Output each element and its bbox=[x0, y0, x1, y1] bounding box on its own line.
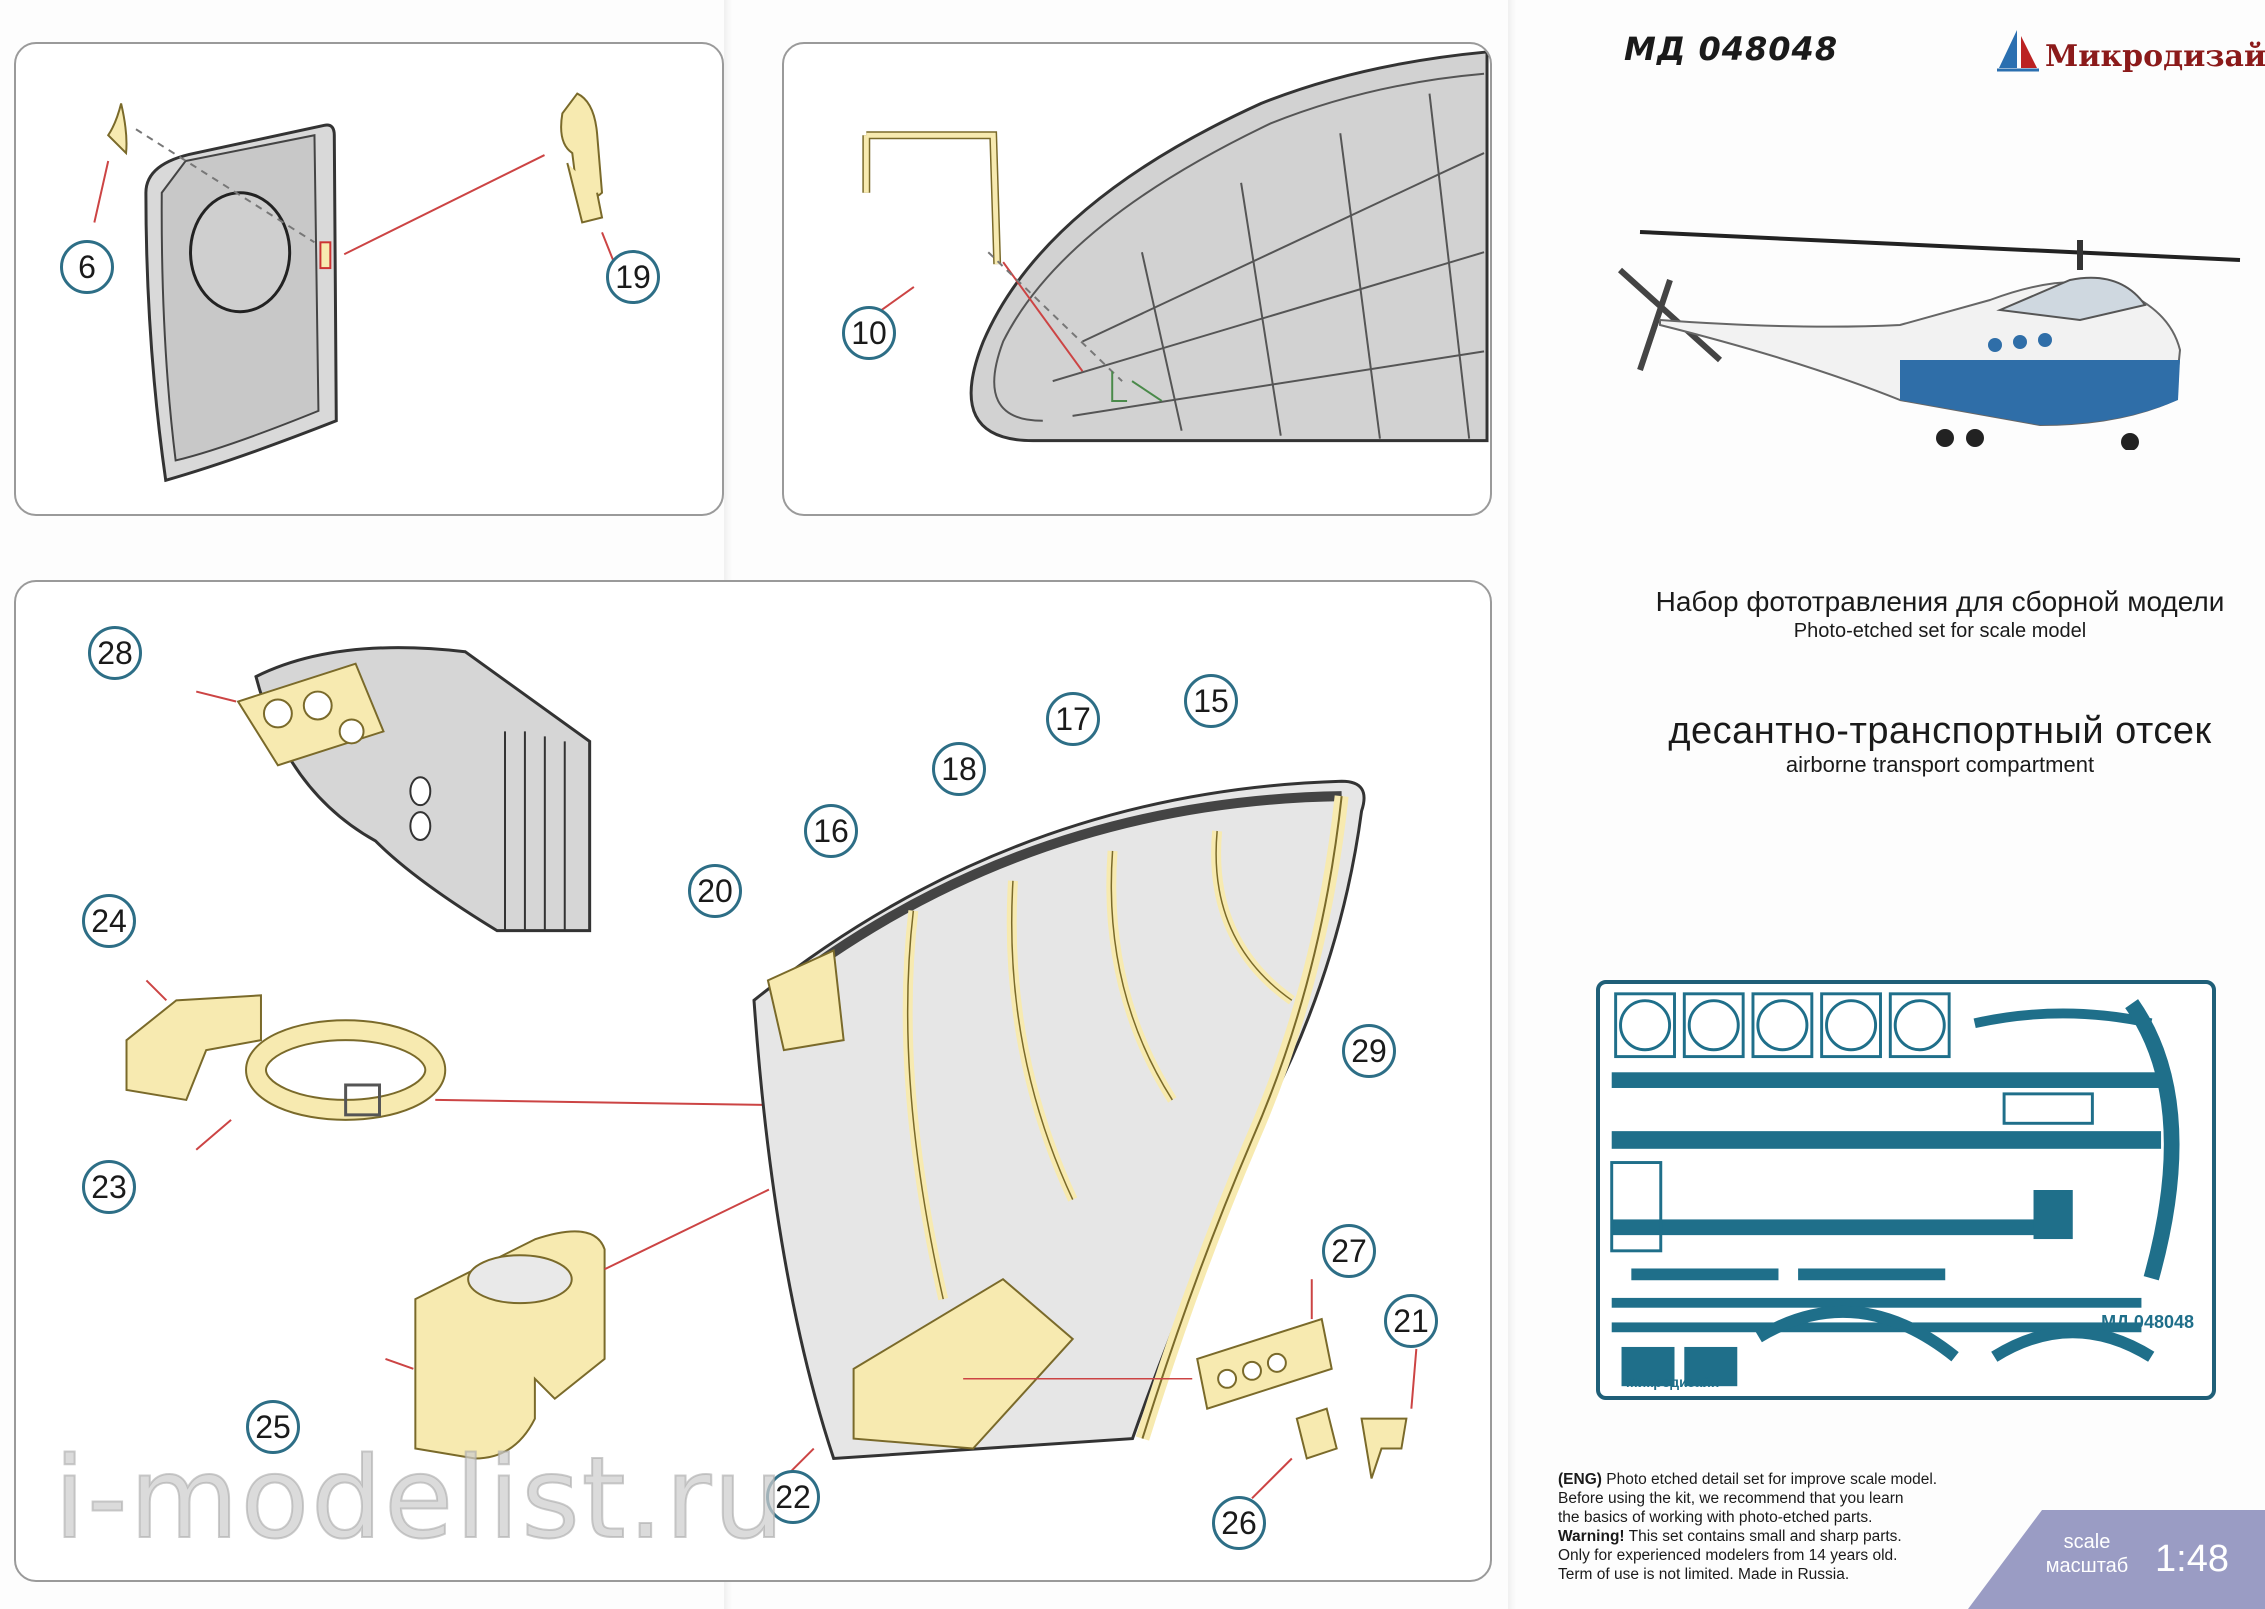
compartment-drawing bbox=[125, 646, 1418, 1500]
callout-part-24: 24 bbox=[82, 894, 136, 948]
assembly-panel-floor: 10 bbox=[782, 42, 1492, 516]
fold-line bbox=[1508, 0, 1516, 1609]
door-drawing bbox=[93, 92, 623, 483]
scale-badge-shape bbox=[1968, 1510, 2265, 1609]
notice-line-2: Before using the kit, we recommend that … bbox=[1558, 1490, 1904, 1507]
title-en: Photo-etched set for scale model bbox=[1793, 620, 2087, 642]
usage-notice: (ENG) Photo etched detail set for improv… bbox=[1558, 1470, 1958, 1584]
notice-line-1: Photo etched detail set for improve scal… bbox=[1606, 1471, 1938, 1488]
subject-ru: десантно-транспортный отсек bbox=[1668, 710, 2212, 752]
callout-part-28: 28 bbox=[88, 626, 142, 680]
notice-warning-label: Warning! bbox=[1558, 1528, 1625, 1545]
fret-brand: Микродизайн bbox=[1626, 1374, 1720, 1390]
callout-part-15: 15 bbox=[1184, 674, 1238, 728]
callout-part-26: 26 bbox=[1212, 1496, 1266, 1550]
assembly-panel-door: 6 19 bbox=[14, 42, 724, 516]
brand-logo: Микродизайн bbox=[1995, 28, 2265, 74]
notice-line-5: Only for experienced modelers from 14 ye… bbox=[1558, 1547, 1898, 1564]
brand-name: Микродизайн bbox=[2045, 39, 2265, 74]
notice-line-6: Term of use is not limited. Made in Russ… bbox=[1558, 1566, 1850, 1583]
callout-part-21: 21 bbox=[1384, 1294, 1438, 1348]
sail-logo-icon bbox=[1997, 30, 2039, 72]
callout-part-10: 10 bbox=[842, 306, 896, 360]
callout-part-18: 18 bbox=[932, 742, 986, 796]
scale-label-ru: масштаб bbox=[2045, 1555, 2129, 1577]
callout-part-16: 16 bbox=[804, 804, 858, 858]
callout-part-17: 17 bbox=[1046, 692, 1100, 746]
scale-label: scale масштаб bbox=[2032, 1530, 2142, 1578]
photo-etched-fret: МД 048048 Микродизайн bbox=[1596, 980, 2216, 1400]
scale-label-en: scale bbox=[2063, 1531, 2111, 1553]
fret-drawing bbox=[1610, 992, 2180, 1387]
helicopter-illustration bbox=[1617, 230, 2241, 450]
callout-part-20: 20 bbox=[688, 864, 742, 918]
callout-part-6: 6 bbox=[60, 240, 114, 294]
subject-en: airborne transport compartment bbox=[1785, 752, 2095, 777]
title-ru: Набор фототравления для сборной модели bbox=[1655, 586, 2225, 617]
scale-badge: scale масштаб 1:48 bbox=[1968, 1510, 2265, 1609]
product-code: МД 048048 bbox=[1624, 30, 1839, 68]
callout-part-25: 25 bbox=[246, 1400, 300, 1454]
fret-product-code: МД 048048 bbox=[2101, 1312, 2194, 1332]
notice-line-4: This set contains small and sharp parts. bbox=[1628, 1528, 1902, 1545]
callout-part-19: 19 bbox=[606, 250, 660, 304]
notice-eng-tag: (ENG) bbox=[1558, 1471, 1602, 1488]
floor-drawing bbox=[862, 50, 1489, 443]
watermark: i-modelist.ru bbox=[53, 1433, 787, 1565]
scale-value: 1:48 bbox=[2155, 1538, 2229, 1580]
callout-part-23: 23 bbox=[82, 1160, 136, 1214]
notice-line-3: the basics of working with photo-etched … bbox=[1558, 1509, 1873, 1526]
callout-part-29: 29 bbox=[1342, 1024, 1396, 1078]
assembly-panel-compartment: 28 24 23 25 22 20 16 18 17 15 29 27 21 2… bbox=[14, 580, 1492, 1582]
callout-part-22: 22 bbox=[766, 1470, 820, 1524]
callout-part-27: 27 bbox=[1322, 1224, 1376, 1278]
